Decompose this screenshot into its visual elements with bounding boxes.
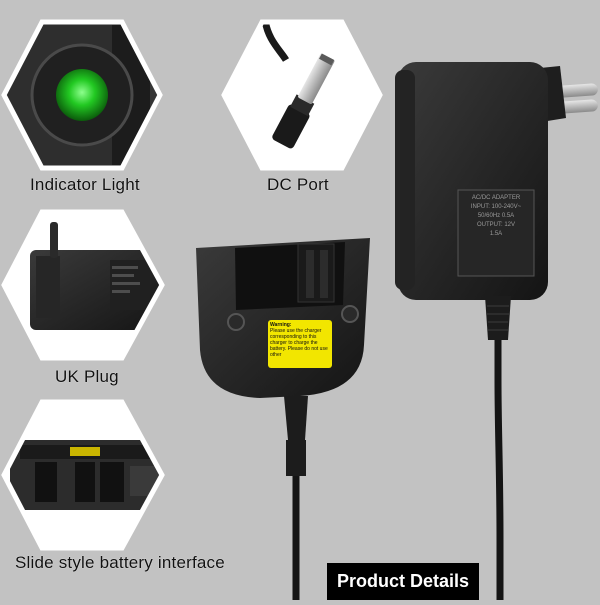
warning-sticker	[268, 320, 332, 368]
caption-battery-interface: Slide style battery interface	[15, 553, 225, 572]
adapter-label-line: 50/60Hz 0.5A	[477, 213, 515, 219]
plug-hexagon	[1, 209, 165, 361]
indicator-light-hexagon	[1, 19, 163, 171]
adapter-label-line: 1.5A	[489, 231, 503, 237]
adapter-label-line: OUTPUT: 12V	[476, 222, 515, 228]
adapter-label: AC/DC ADAPTER INPUT: 100-240V~ 50/60Hz 0…	[460, 194, 532, 274]
warning-text-block: Warning: Please use the charger correspo…	[270, 322, 330, 366]
warning-title: Warning:	[270, 322, 292, 328]
product-details-badge: Product Details	[327, 563, 479, 600]
charger-cradle	[196, 238, 370, 476]
wall-adapter	[395, 62, 598, 340]
dc-port-hexagon	[221, 19, 383, 171]
caption-uk-plug: UK Plug	[55, 367, 119, 386]
adapter-cable	[494, 300, 504, 600]
caption-dc-port: DC Port	[267, 175, 329, 194]
adapter-label-line: INPUT: 100-240V~	[470, 204, 522, 210]
warning-body: Please use the charger corresponding to …	[270, 328, 328, 358]
battery-interface-hexagon	[1, 399, 165, 551]
adapter-label-line: AC/DC ADAPTER	[471, 195, 521, 201]
caption-indicator-light: Indicator Light	[30, 175, 140, 194]
